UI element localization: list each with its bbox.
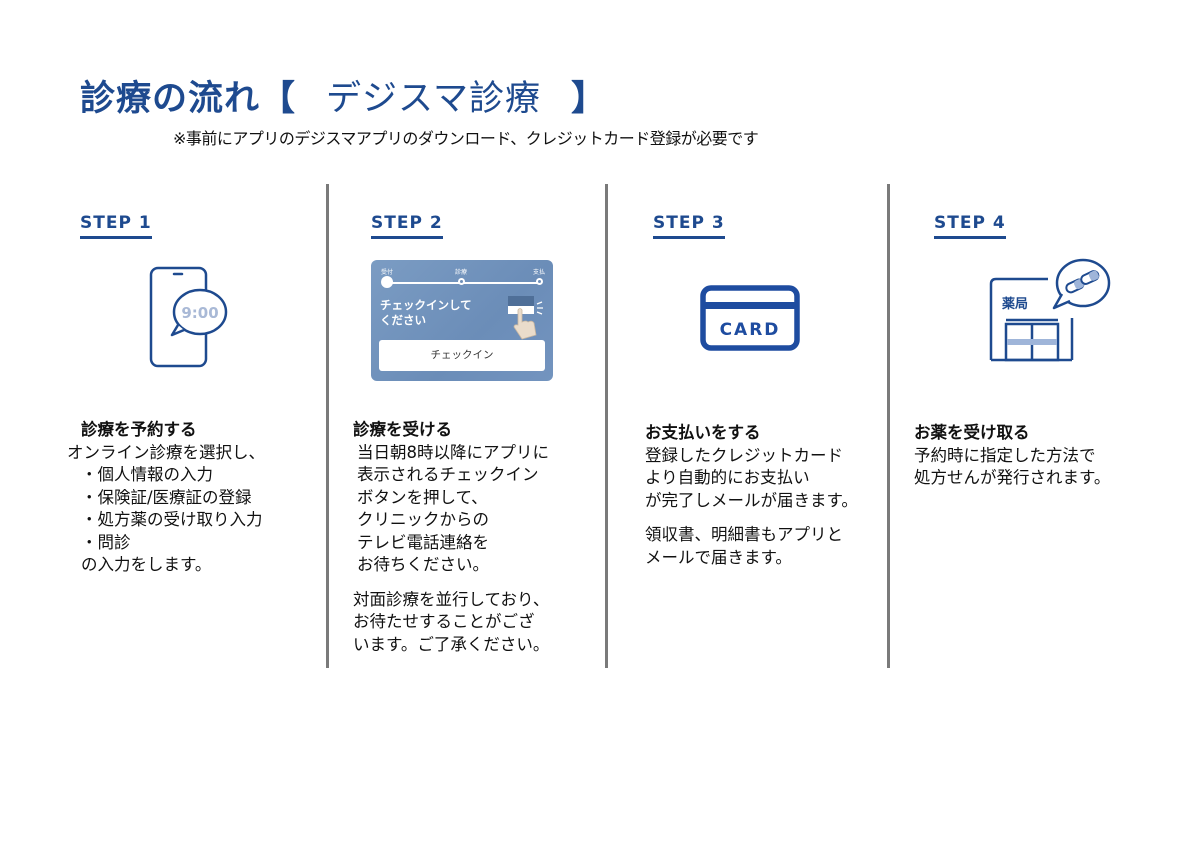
prerequisite-note: ※事前にアプリのデジスマアプリのダウンロード、クレジットカード登録が必要です — [173, 129, 759, 148]
desc-line: ボタンを押して、 — [357, 487, 488, 507]
desc-line: 当日朝8時以降にアプリに — [357, 442, 549, 462]
step-2-description: 診療を受ける 当日朝8時以降にアプリに 表示されるチェックイン ボタンを押して、… — [353, 419, 549, 656]
desc-line: ・保険証/医療証の登録 — [81, 487, 252, 507]
desc-line: お待たせすることがござ — [353, 612, 535, 631]
desc-line: 表示されるチェックイン — [357, 465, 539, 484]
desc-line: が完了しメールが届きます。 — [645, 490, 858, 510]
step-1-description: 診療を予約する オンライン診療を選択し、 ・個人情報の入力 ・保険証/医療証の登… — [67, 419, 265, 577]
svg-text:薬局: 薬局 — [1001, 296, 1028, 312]
desc-line: 予約時に指定した方法で — [914, 445, 1096, 465]
desc-line: 登録したクレジットカード — [645, 445, 843, 465]
desc-line: より自動的にお支払い — [645, 468, 810, 487]
progress-label: 支払 — [532, 269, 545, 276]
desc-line: メールで届きます。 — [645, 547, 792, 567]
progress-dot-active — [381, 276, 393, 288]
desc-line: ・個人情報の入力 — [81, 465, 213, 484]
desc-line: 領収書、明細書もアプリと — [645, 525, 843, 544]
step-label: STEP 3 — [653, 213, 725, 239]
step-heading: お薬を受け取る — [914, 423, 1030, 442]
desc-line: テレビ電話連絡を — [357, 532, 489, 552]
step-label: STEP 4 — [934, 213, 1006, 239]
svg-text:CARD: CARD — [720, 320, 781, 340]
checkin-message: チェックインして ください — [380, 298, 472, 328]
hand-tap-icon — [508, 296, 543, 340]
checkin-button[interactable]: チェックイン — [379, 340, 545, 371]
desc-line: お待ちください。 — [357, 555, 489, 574]
progress-label: 受付 — [381, 269, 394, 276]
step-3-description: お支払いをする 登録したクレジットカード より自動的にお支払い が完了しメールが… — [645, 422, 858, 569]
pharmacy-icon: 薬局 — [988, 256, 1114, 364]
step-heading: お支払いをする — [645, 423, 761, 442]
app-checkin-screen: 受付 診療 支払 チェックインして ください チェックイン — [371, 260, 553, 381]
progress-label: 診療 — [455, 269, 468, 276]
step-label: STEP 1 — [80, 213, 152, 239]
step-heading: 診療を受ける — [353, 420, 452, 439]
step-label: STEP 2 — [371, 213, 443, 239]
desc-line: 処方せんが発行されます。 — [914, 468, 1111, 487]
svg-text:9:00: 9:00 — [181, 304, 218, 322]
step-heading: 診療を予約する — [81, 420, 197, 439]
bracket-open: 【 — [260, 79, 297, 119]
bracket-close: 】 — [570, 79, 607, 119]
message-line: チェックインして — [380, 298, 472, 312]
credit-card-icon: CARD — [700, 285, 800, 351]
progress-dot — [458, 278, 465, 285]
column-divider — [326, 184, 329, 668]
desc-line: ・問診 — [81, 532, 131, 552]
desc-line: の入力をします。 — [81, 555, 212, 574]
app-name: デジスマ診療 — [326, 79, 541, 119]
desc-line: います。ご了承ください。 — [353, 634, 550, 654]
progress-dot — [536, 278, 543, 285]
desc-line: 対面診療を並行しており、 — [353, 589, 550, 609]
column-divider — [887, 184, 890, 668]
desc-line: クリニックからの — [357, 510, 489, 529]
title-text: 診療の流れ — [80, 79, 261, 119]
step-4-description: お薬を受け取る 予約時に指定した方法で 処方せんが発行されます。 — [914, 422, 1110, 490]
phone-clock-icon: 9:00 — [148, 265, 228, 370]
column-divider — [605, 184, 608, 668]
message-line: ください — [380, 313, 426, 327]
desc-line: オンライン診療を選択し、 — [67, 442, 265, 462]
desc-line: ・処方薬の受け取り入力 — [81, 510, 263, 529]
page-title: 診療の流れ【デジスマ診療】 — [80, 70, 607, 121]
